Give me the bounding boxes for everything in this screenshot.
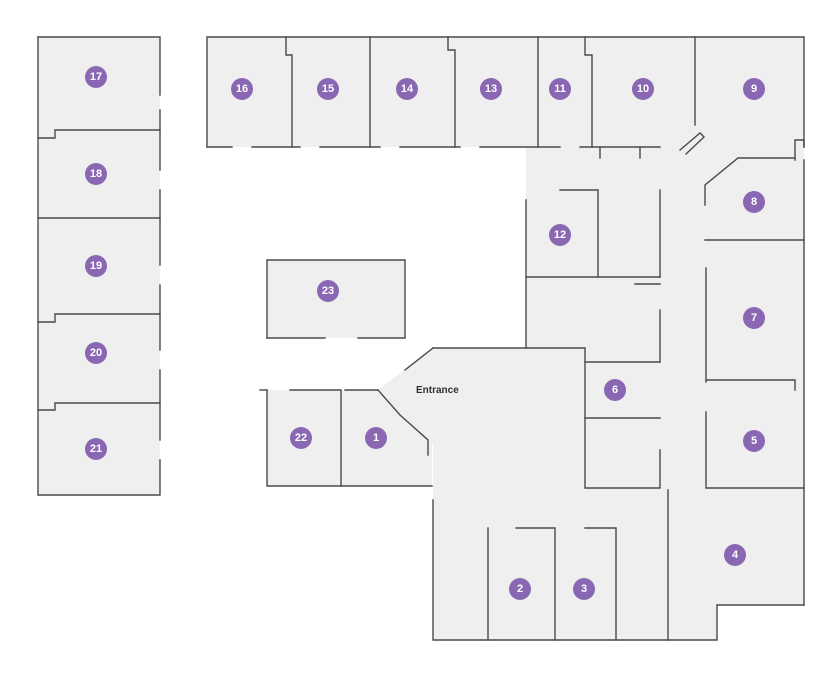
room-badge-12[interactable]: 12	[549, 224, 571, 246]
room-badges: 17 18 19 20 21 16 15 14 13 11 10 9 8 12 …	[85, 66, 765, 600]
room-badge-label: 13	[485, 83, 497, 95]
floor-areas	[38, 37, 804, 640]
room-badge-label: 14	[401, 83, 414, 95]
room-badge-label: 20	[90, 347, 102, 359]
room-badge-label: 23	[322, 285, 334, 297]
room-badge-7[interactable]: 7	[743, 307, 765, 329]
room-badge-label: 11	[554, 83, 566, 95]
room-badge-17[interactable]: 17	[85, 66, 107, 88]
room-badge-22[interactable]: 22	[290, 427, 312, 449]
room-badge-label: 3	[581, 583, 587, 595]
room-badge-label: 9	[751, 83, 757, 95]
room-badge-label: 8	[751, 196, 757, 208]
room-badge-6[interactable]: 6	[604, 379, 626, 401]
room-badge-21[interactable]: 21	[85, 438, 107, 460]
room-badge-label: 6	[612, 384, 618, 396]
room-badge-label: 4	[732, 549, 739, 561]
room-badge-label: 19	[90, 260, 102, 272]
room-badge-label: 10	[637, 83, 649, 95]
room-badge-4[interactable]: 4	[724, 544, 746, 566]
room-badge-19[interactable]: 19	[85, 255, 107, 277]
room-badge-label: 1	[373, 432, 379, 444]
room-badge-1[interactable]: 1	[365, 427, 387, 449]
room-badge-20[interactable]: 20	[85, 342, 107, 364]
room-badge-8[interactable]: 8	[743, 191, 765, 213]
room-badge-label: 16	[236, 83, 248, 95]
room-badge-label: 12	[554, 229, 566, 241]
room-badge-label: 22	[295, 432, 307, 444]
room-badge-label: 2	[517, 583, 523, 595]
room-badge-label: 15	[322, 83, 334, 95]
room-badge-23[interactable]: 23	[317, 280, 339, 302]
room-badge-16[interactable]: 16	[231, 78, 253, 100]
room-badge-2[interactable]: 2	[509, 578, 531, 600]
entrance-label: Entrance	[416, 385, 459, 396]
room-badge-14[interactable]: 14	[396, 78, 418, 100]
room-badge-label: 18	[90, 168, 102, 180]
room-badge-9[interactable]: 9	[743, 78, 765, 100]
room-badge-label: 21	[90, 443, 102, 455]
room-badge-11[interactable]: 11	[549, 78, 571, 100]
walls	[37, 36, 805, 641]
room-badge-5[interactable]: 5	[743, 430, 765, 452]
room-badge-3[interactable]: 3	[573, 578, 595, 600]
room-badge-15[interactable]: 15	[317, 78, 339, 100]
room-badge-label: 5	[751, 435, 757, 447]
room-badge-13[interactable]: 13	[480, 78, 502, 100]
room-badge-18[interactable]: 18	[85, 163, 107, 185]
room-badge-label: 17	[90, 71, 102, 83]
room-badge-10[interactable]: 10	[632, 78, 654, 100]
room-badge-label: 7	[751, 312, 757, 324]
